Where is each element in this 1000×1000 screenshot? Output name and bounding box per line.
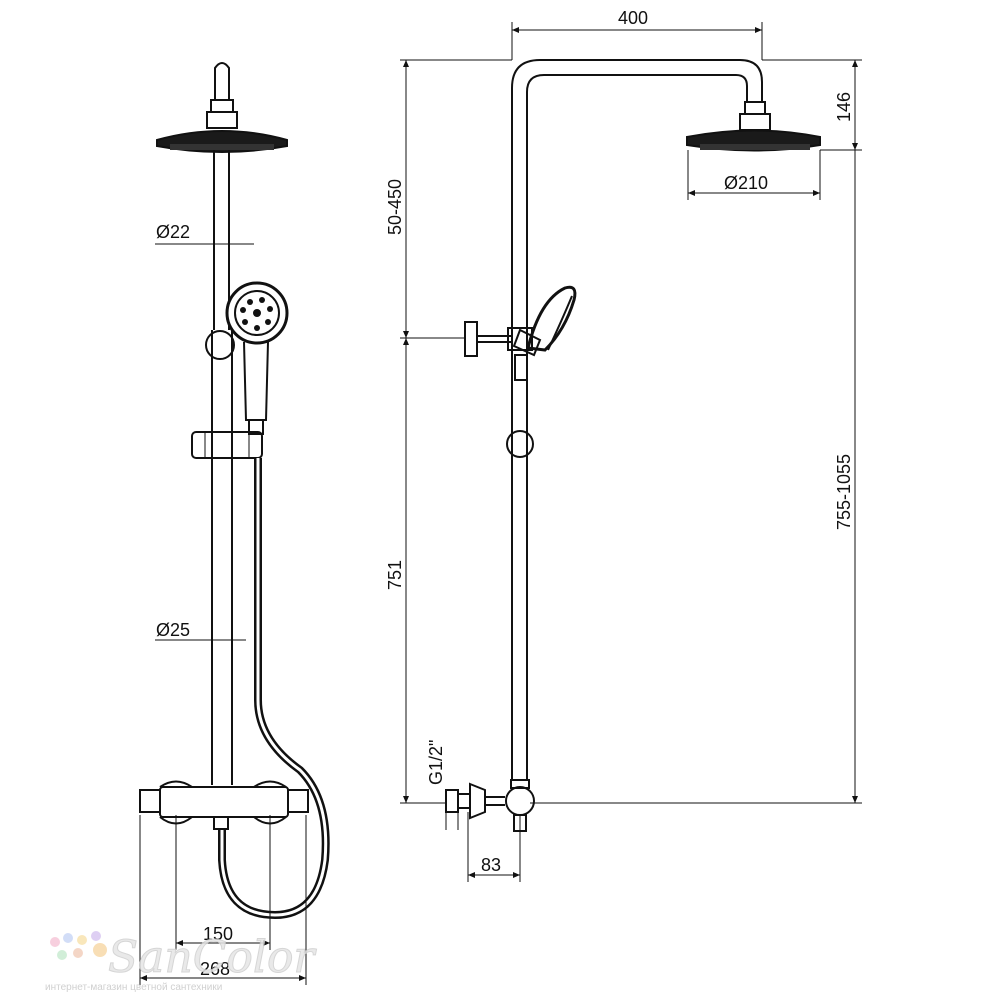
front-dimension-lines [139, 243, 307, 985]
dim-mixer-width: 268 [200, 959, 230, 979]
front-slide-holder [191, 431, 263, 459]
side-hand-shower [512, 285, 577, 357]
watermark-dots-icon [50, 931, 107, 960]
dim-rod-height: 751 [385, 560, 405, 590]
front-upper-pipe [213, 150, 230, 330]
dim-upper-pipe-diameter: Ø22 [156, 222, 190, 242]
front-thermostat-mixer [139, 780, 309, 830]
side-diverter [514, 354, 528, 381]
front-diverter-knob [205, 330, 235, 360]
dim-lower-pipe-diameter: Ø25 [156, 620, 190, 640]
front-head-stem [206, 62, 238, 129]
side-slide-holder [506, 430, 534, 458]
dim-inlet-thread: G1/2" [426, 740, 446, 785]
dim-head-height: 146 [834, 92, 854, 122]
side-overhead-arm [511, 59, 763, 780]
side-wall-bracket [464, 321, 533, 357]
side-rain-head [686, 101, 821, 152]
watermark-tagline: интернет-магазин цветной сантехники [45, 982, 222, 993]
front-hose [218, 458, 330, 920]
side-mixer [445, 779, 535, 832]
watermark: SanColor интернет-магазин цветной сантех… [45, 931, 318, 993]
watermark-brand: SanColor [108, 932, 317, 983]
side-dimension-lines [400, 22, 862, 882]
front-lower-pipe [211, 330, 233, 785]
dim-total-height: 755-1055 [834, 454, 854, 530]
dim-head-diameter: Ø210 [724, 173, 768, 193]
dim-top-width: 400 [618, 8, 648, 28]
dim-wall-offset: 83 [481, 855, 501, 875]
front-hand-shower [225, 281, 289, 435]
front-rain-head [156, 130, 288, 153]
side-view: 400 146 Ø210 755-1055 50-450 751 G1/2" 8… [385, 8, 862, 882]
dim-adjust-range: 50-450 [385, 179, 405, 235]
dim-center-distance: 150 [203, 924, 233, 944]
front-view: Ø22 Ø25 150 268 [139, 62, 330, 985]
